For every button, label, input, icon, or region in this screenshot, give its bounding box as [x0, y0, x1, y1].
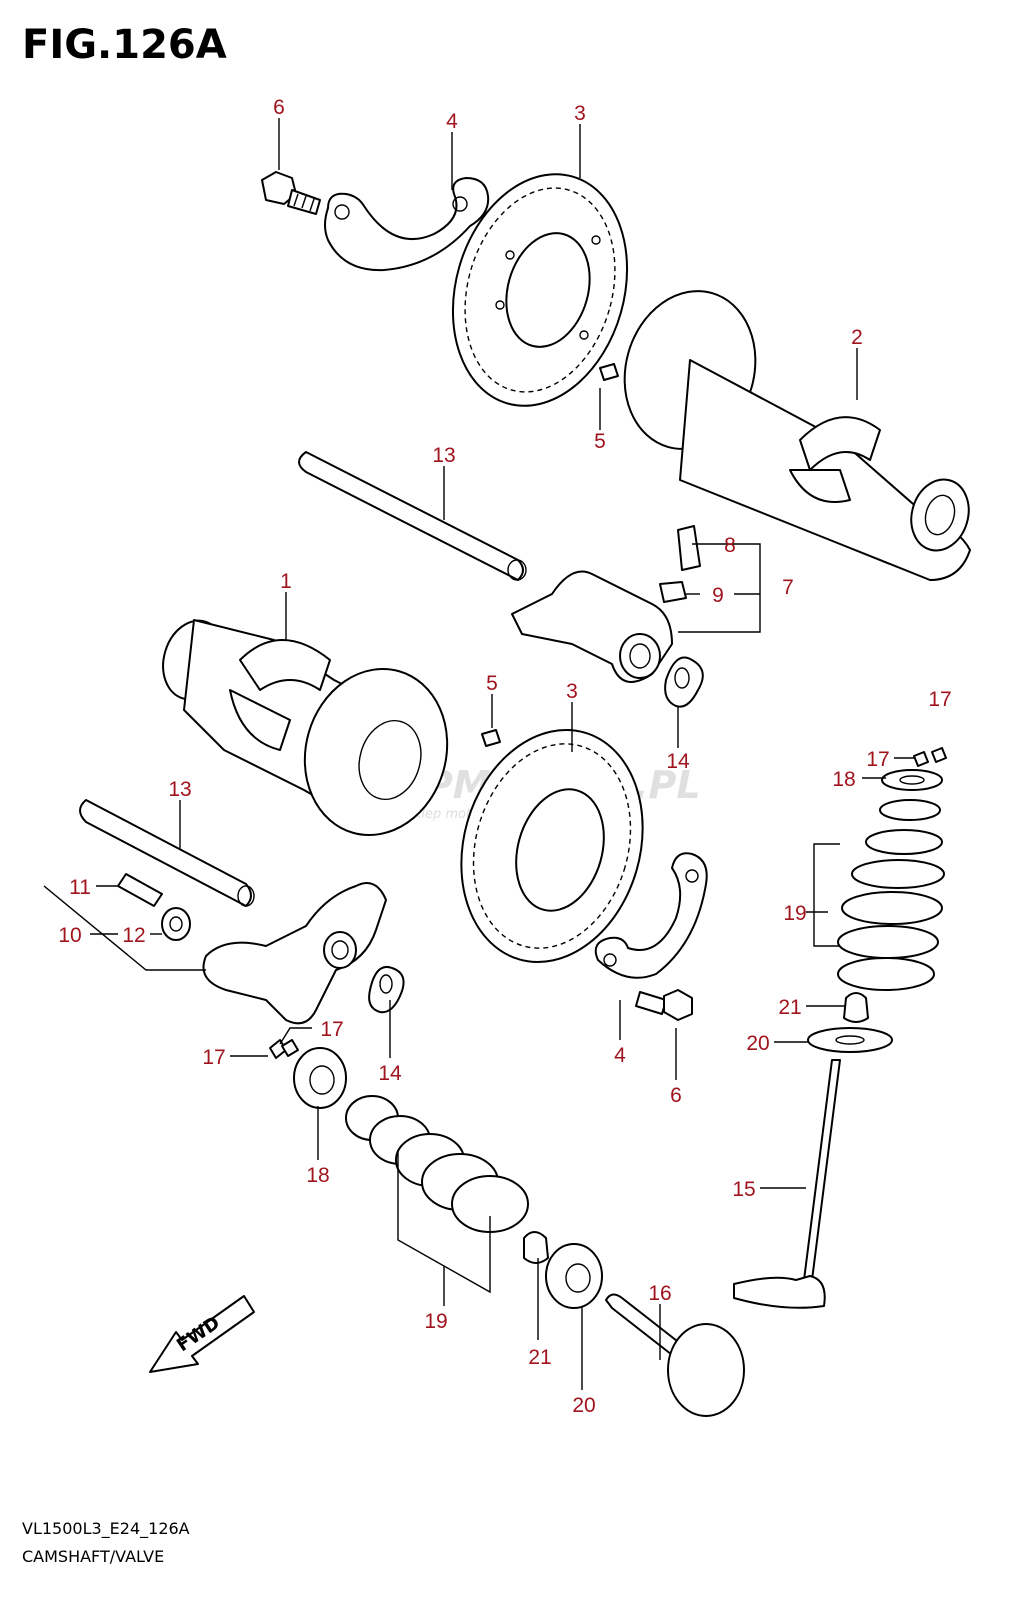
callout-17-left-lower: 17 — [202, 1046, 225, 1069]
callout-21-left: 21 — [528, 1346, 551, 1369]
callout-21-right: 21 — [778, 996, 801, 1019]
callout-6-middle: 6 — [670, 1084, 682, 1107]
camshaft-front — [162, 619, 449, 837]
valve-springs-left — [345, 1095, 529, 1233]
callout-4-middle: 4 — [614, 1044, 626, 1067]
callout-17-left: 17 — [320, 1018, 343, 1041]
callout-3-middle: 3 — [566, 680, 578, 703]
callout-20-left: 20 — [572, 1394, 595, 1417]
spring-seat-left — [545, 1243, 603, 1309]
forward-direction-badge: FWD — [149, 1295, 255, 1373]
callout-17-right-top: 17 — [928, 688, 951, 711]
spring-retainer-left — [293, 1047, 347, 1109]
rocker-shaft-top — [298, 451, 527, 581]
callout-19-right: 19 — [783, 902, 806, 925]
valve-springs-right — [837, 799, 945, 991]
cam-gear-top — [451, 173, 629, 407]
figure-title: FIG.126A — [22, 22, 227, 68]
dowel-pin-middle — [481, 729, 501, 747]
callout-3-top: 3 — [574, 102, 586, 125]
rocker-shaft-lower — [79, 799, 255, 907]
callout-2: 2 — [851, 326, 863, 349]
callout-18-left: 18 — [306, 1164, 329, 1187]
callout-15: 15 — [732, 1178, 755, 1201]
valve-cotters-left — [269, 1039, 299, 1059]
valve-cotters-right — [913, 747, 947, 767]
callout-4-top: 4 — [446, 110, 458, 133]
footer-code: VL1500L3_E24_126A — [22, 1519, 190, 1539]
callout-11: 11 — [69, 876, 91, 899]
bracket-middle — [594, 852, 708, 979]
valve-stem-seal-left — [523, 1231, 549, 1264]
callout-17-right: 17 — [866, 748, 889, 771]
oil-seal-upper — [664, 656, 704, 708]
bracket-top — [324, 177, 490, 272]
callout-20-right: 20 — [746, 1032, 769, 1055]
callout-7: 7 — [782, 576, 794, 599]
oil-seal-lower — [368, 966, 405, 1014]
bolt-top — [261, 171, 321, 215]
valve-stem-seal-right — [843, 992, 869, 1023]
camshaft-rear — [623, 290, 971, 581]
callouts: 6 4 3 2 5 13 8 9 7 1 5 3 14 17 17 18 13 … — [58, 96, 951, 1417]
callout-16: 16 — [648, 1282, 671, 1305]
callout-14-upper: 14 — [666, 750, 690, 773]
callout-9: 9 — [712, 584, 724, 607]
rocker-arm-upper — [511, 525, 701, 683]
callout-13-lower: 13 — [168, 778, 191, 801]
exhaust-valve — [733, 1059, 841, 1309]
leader-lines — [43, 118, 914, 1390]
callout-6-top: 6 — [273, 96, 285, 119]
spring-retainer-right — [881, 769, 943, 791]
footer-caption: CAMSHAFT/VALVE — [22, 1547, 164, 1566]
dowel-pin-top — [599, 363, 619, 381]
callout-8: 8 — [724, 534, 736, 557]
callout-5-middle: 5 — [486, 672, 498, 695]
callout-5-top: 5 — [594, 430, 606, 453]
callout-13-top: 13 — [432, 444, 455, 467]
callout-19-left: 19 — [424, 1310, 447, 1333]
bolt-middle — [635, 989, 693, 1021]
spring-seat-right — [807, 1027, 893, 1053]
rocker-arm-lower — [117, 873, 387, 1025]
callout-14-lower: 14 — [378, 1062, 402, 1085]
callout-12: 12 — [122, 924, 145, 947]
intake-valve — [605, 1293, 745, 1417]
callout-1: 1 — [280, 570, 292, 593]
callout-10: 10 — [58, 924, 81, 947]
callout-18-right: 18 — [832, 768, 855, 791]
cam-gear-middle — [460, 729, 644, 963]
